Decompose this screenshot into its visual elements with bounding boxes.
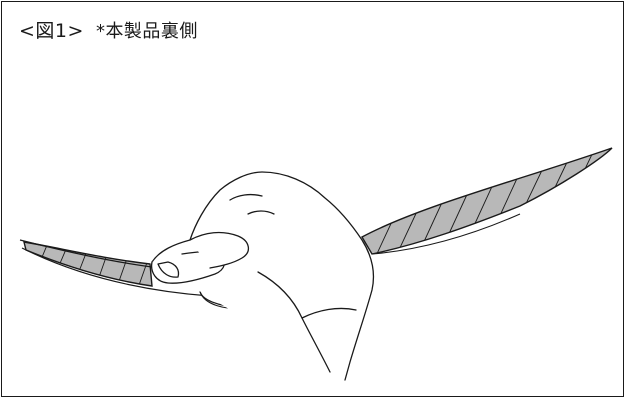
- figure-caption: <図1> *本製品裏側: [19, 16, 198, 43]
- hand-illustration: [150, 171, 375, 381]
- figure-label: <図1>: [19, 20, 84, 42]
- figure-note: *本製品裏側: [95, 21, 198, 42]
- left-blade-edge: [19, 239, 161, 269]
- right-hatched-surface: [361, 147, 613, 255]
- right-blade-rim: [371, 213, 521, 255]
